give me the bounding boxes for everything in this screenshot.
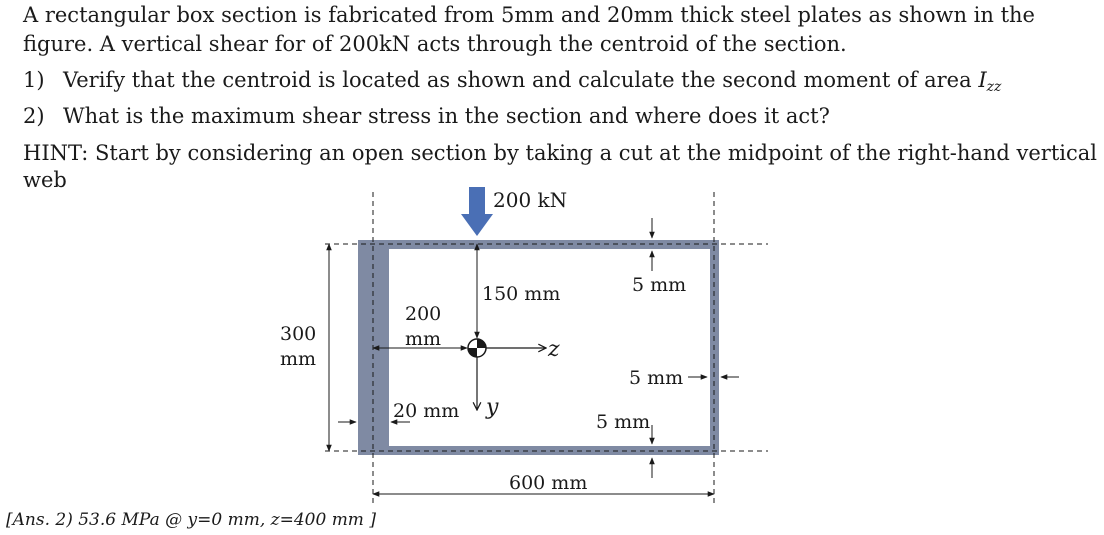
question-2: 2) What is the maximum shear stress in th…	[23, 103, 830, 129]
force-arrow	[461, 187, 493, 236]
dim-20-label: 20 mm	[393, 400, 459, 422]
dim-300-label-bottom: mm	[280, 348, 316, 370]
izz-symbol: I	[978, 68, 987, 92]
hint-line-2: web	[23, 168, 67, 192]
intro-line-1: A rectangular box section is fabricated …	[23, 3, 1035, 27]
force-label: 200 kN	[493, 188, 567, 212]
hint-line-1: HINT: Start by considering an open secti…	[23, 141, 1097, 165]
question-2-text: What is the maximum shear stress in the …	[63, 104, 830, 128]
dim-5-right-label: 5 mm	[629, 367, 683, 389]
question-1: 1) Verify that the centroid is located as…	[23, 67, 1001, 100]
question-1-number: 1)	[23, 68, 45, 92]
dim-200-label-top: 200	[405, 303, 441, 325]
y-axis-label: y	[485, 395, 499, 420]
question-1-text: Verify that the centroid is located as s…	[63, 68, 979, 92]
dim-150-label: 150 mm	[482, 283, 560, 305]
z-axis-label: z	[547, 337, 560, 362]
dim-200-label-bottom: mm	[405, 328, 441, 350]
dim-5-top-label: 5 mm	[632, 274, 686, 296]
answer-text: [Ans. 2) 53.6 MPa @ y=0 mm, z=400 mm ]	[6, 510, 376, 530]
intro-line-2: figure. A vertical shear for of 200kN ac…	[23, 32, 847, 56]
dim-300-label-top: 300	[280, 323, 316, 345]
dim-5-bottom-label: 5 mm	[596, 411, 650, 433]
izz-subscript: zz	[986, 79, 1002, 95]
centroid-symbol	[467, 338, 487, 358]
question-2-number: 2)	[23, 104, 45, 128]
dim-600-label: 600 mm	[509, 472, 587, 494]
